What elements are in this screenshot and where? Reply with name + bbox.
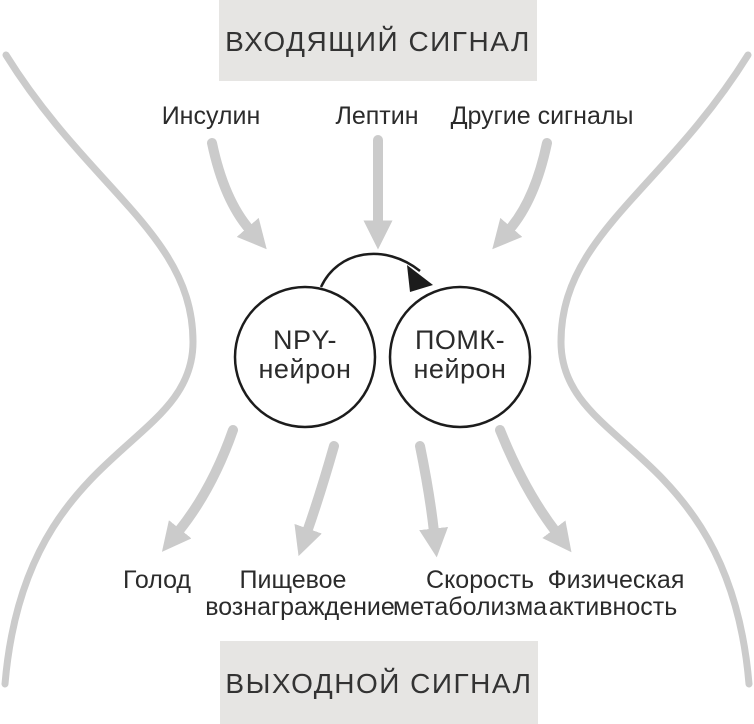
- input-label-insulin: Инсулин: [162, 102, 261, 130]
- output-label-physical-activity-line1: Физическая: [548, 566, 685, 594]
- output-label-food-reward-line2: вознаграждение: [205, 593, 395, 621]
- pomk-neuron-circle: [388, 285, 532, 429]
- input-signal-banner: [219, 0, 537, 81]
- input-label-other-signals: Другие сигналы: [451, 102, 634, 130]
- npy-neuron-label-line1: NPY-: [273, 325, 337, 355]
- pomk-neuron-label-line1: ПОМК-: [415, 325, 505, 355]
- input-arrow-other-signals: [492, 138, 552, 250]
- npy-neuron-label-line2: нейрон: [259, 354, 352, 384]
- output-arrow-food-reward: [294, 441, 339, 557]
- npy-neuron-circle: [233, 285, 377, 429]
- output-label-metabolic-rate-line2: метаболизма: [393, 593, 547, 621]
- input-signal-banner-label: ВХОДЯЩИЙ СИГНАЛ: [225, 26, 531, 57]
- output-label-food-reward-line1: Пищевое: [240, 566, 347, 594]
- output-arrow-metabolic-rate: [415, 441, 449, 558]
- left-boundary-curve: [1, 51, 197, 688]
- npy-to-pomk-arc: [319, 252, 421, 288]
- output-arrow-physical-activity: [495, 425, 572, 553]
- output-label-metabolic-rate-line1: Скорость: [426, 566, 534, 594]
- output-label-physical-activity-line2: активность: [549, 593, 678, 621]
- pomk-neuron-label-line2: нейрон: [414, 354, 507, 384]
- npy-to-pomk-arrowhead-icon: [407, 265, 433, 292]
- input-label-leptin: Лептин: [335, 102, 418, 130]
- output-signal-banner: [220, 641, 538, 724]
- output-arrow-hunger: [161, 425, 238, 552]
- output-signal-banner-label: ВЫХОДНОЙ СИГНАЛ: [225, 668, 532, 699]
- output-label-hunger: Голод: [123, 566, 191, 594]
- right-boundary-curve: [557, 51, 753, 688]
- input-arrow-insulin: [207, 138, 267, 250]
